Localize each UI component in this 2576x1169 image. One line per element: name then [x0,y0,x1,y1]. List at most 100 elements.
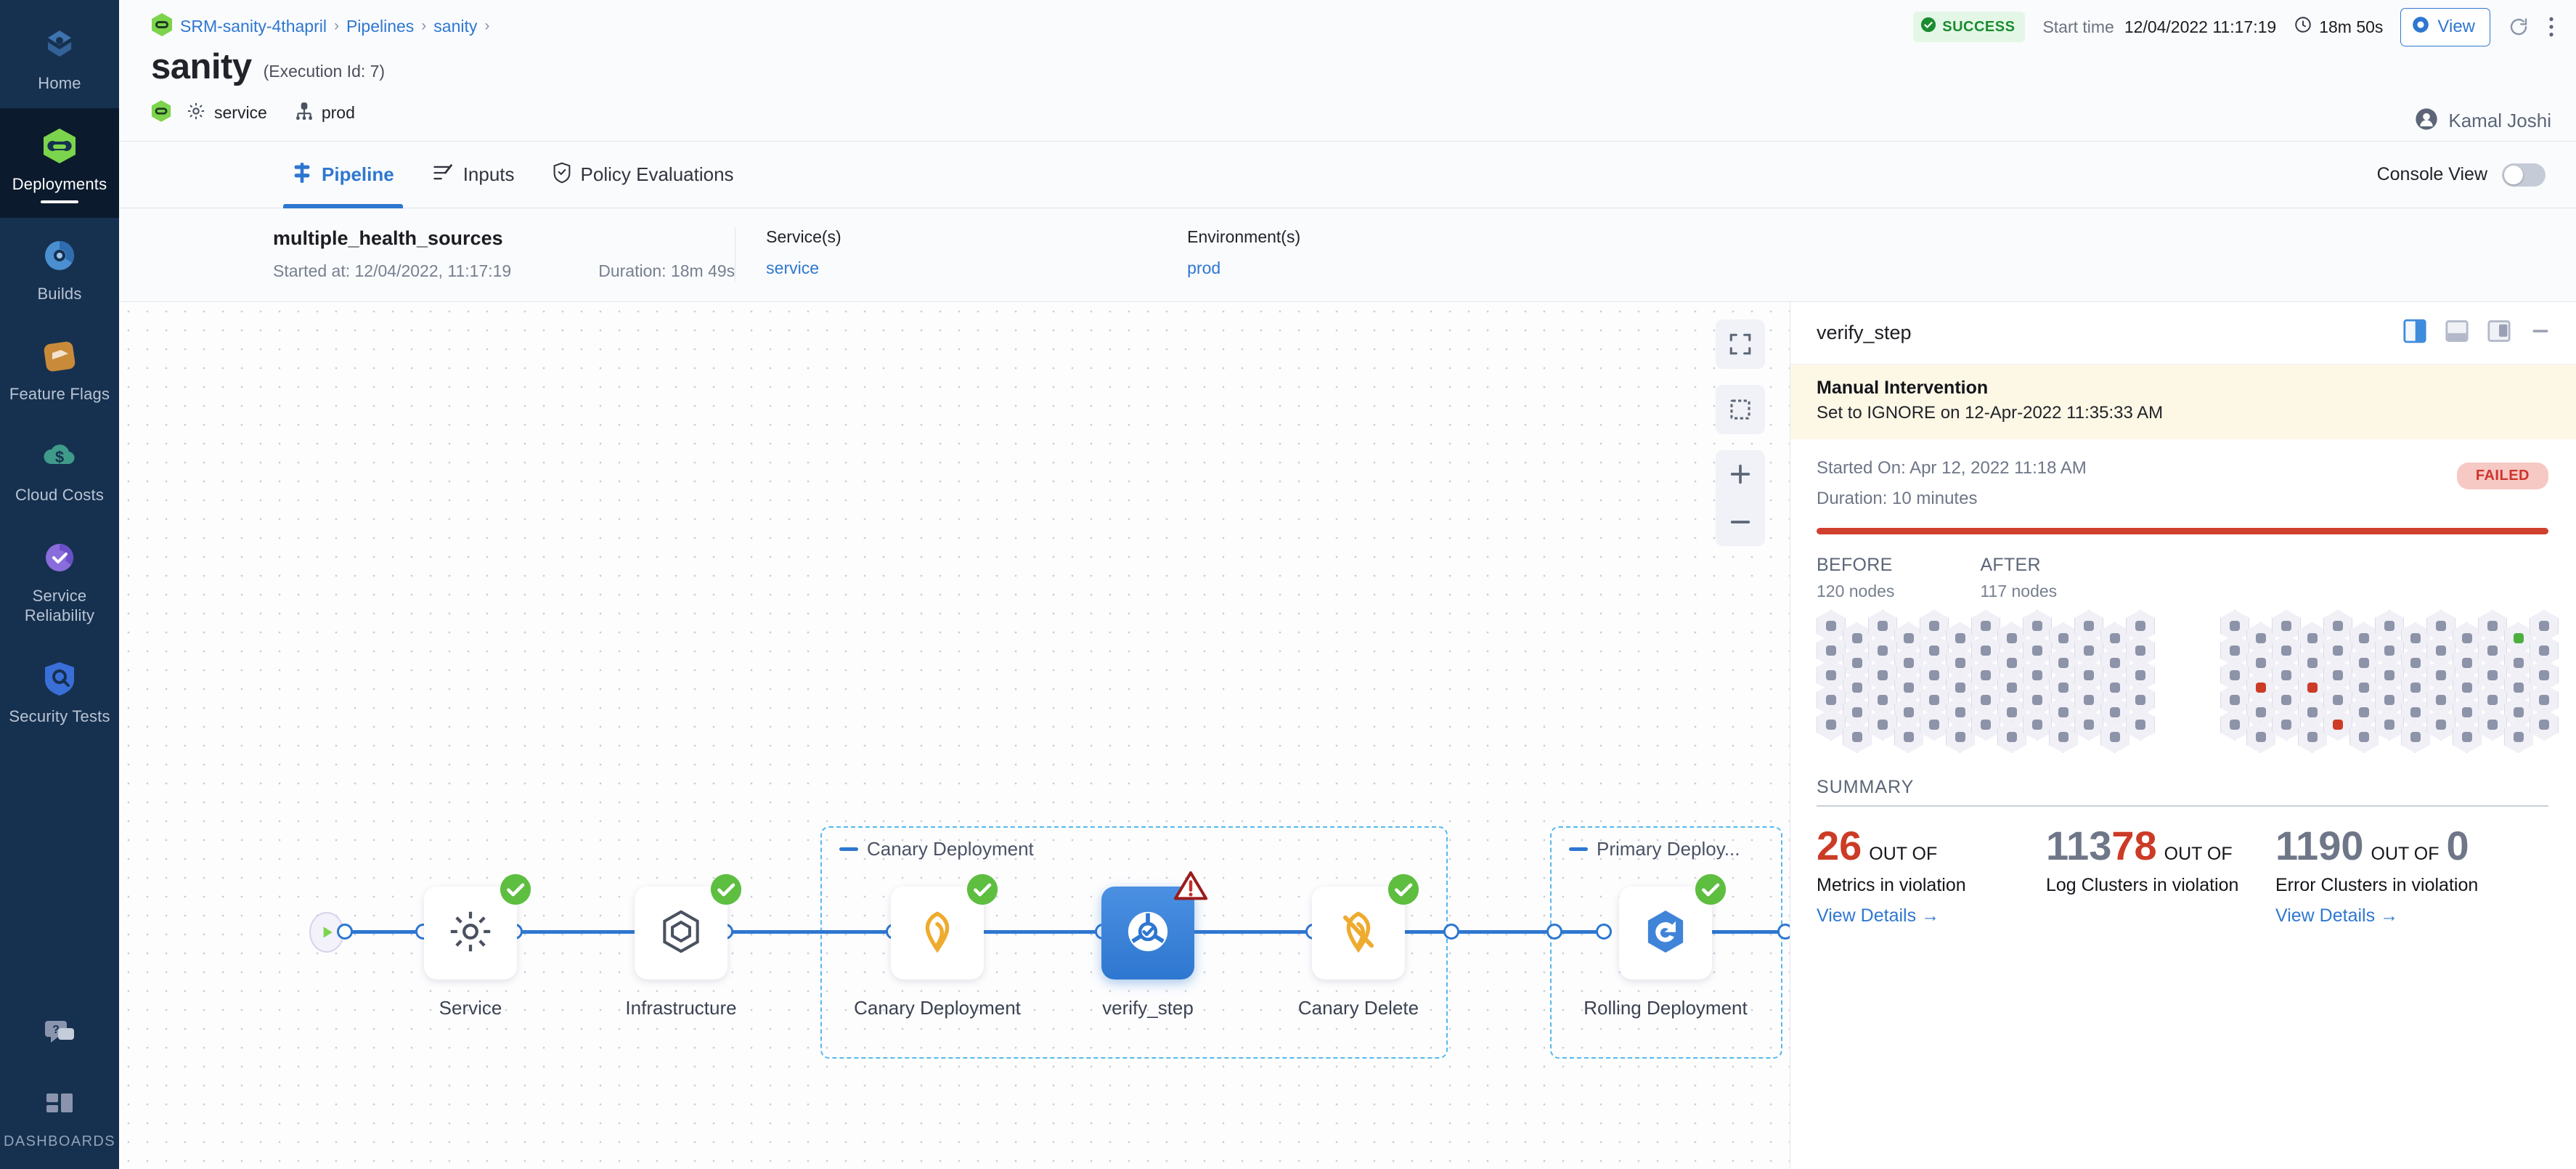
node-hexagon[interactable] [2023,610,2052,642]
bottom-view-icon[interactable] [2445,319,2469,347]
stage-group-canary-deployment[interactable]: Canary Deployment [820,826,1448,1059]
node-hexagon[interactable] [2100,647,2129,679]
node-status-dot [2255,683,2266,693]
sidebar-item-dashboards[interactable]: DASHBOARDS [0,1066,119,1169]
tab-inputs[interactable]: Inputs [413,142,534,208]
user-menu[interactable]: Kamal Joshi [2415,107,2551,134]
node-hexagon[interactable] [2426,709,2455,741]
node-status-dot [2513,658,2524,668]
service-link[interactable]: service [766,258,820,277]
environment-link[interactable]: prod [1187,258,1221,277]
console-view-toggle[interactable]: Console View [2377,163,2546,187]
node-hexagon[interactable] [1971,635,2000,667]
node-hexagon[interactable] [1894,622,1923,654]
environment-chip[interactable]: prod [295,101,355,126]
breadcrumb-item-pipelines[interactable]: Pipelines [346,16,415,36]
minimize-icon[interactable] [2530,320,2551,346]
node-status-dot [1851,707,1862,717]
pipeline-node-canary-delete[interactable] [1312,887,1405,979]
zoom-out-icon[interactable] [1716,498,1765,546]
node-hexagon[interactable] [2503,647,2533,679]
split-right-view-icon[interactable] [2403,319,2426,347]
node-hexagon[interactable] [2048,622,2078,654]
breadcrumb-item-pipeline[interactable]: sanity [433,16,478,36]
refresh-icon[interactable] [2508,16,2530,38]
sidebar-item-security-tests[interactable]: Security Tests [0,640,119,741]
project-icon [151,12,173,41]
collapse-icon[interactable] [1569,847,1588,851]
sidebar-item-service-reliability[interactable]: Service Reliability [0,520,119,640]
summary-view-details-link[interactable]: View Details → [2275,905,2398,926]
node-hexagon[interactable] [1817,610,1846,642]
sidebar-item-home[interactable]: Home [0,7,119,108]
view-button[interactable]: View [2400,7,2490,46]
help-button[interactable]: ? [0,993,119,1066]
node-hexagon[interactable] [1894,672,1923,704]
node-hexagon[interactable] [2246,721,2275,753]
node-hexagon[interactable] [2297,721,2327,753]
node-hexagon[interactable] [2100,721,2129,753]
pipeline-node-service[interactable] [424,887,517,979]
node-hexagon[interactable] [1842,696,1872,728]
pipeline-node-verify-step[interactable] [1101,887,1194,979]
node-hexagon[interactable] [2349,721,2379,753]
node-hexagon[interactable] [1817,709,1846,741]
fit-to-screen-icon[interactable] [1716,319,1765,369]
node-hexagon[interactable] [2400,721,2430,753]
more-options-icon[interactable] [2547,15,2556,38]
breadcrumb-item-project[interactable]: SRM-sanity-4thapril [180,16,327,36]
node-hexagon[interactable] [1868,635,1897,667]
node-hexagon[interactable] [2530,709,2559,741]
node-hexagon[interactable] [2323,709,2352,741]
node-hexagon[interactable] [2478,659,2507,691]
node-hexagon[interactable] [2220,709,2249,741]
console-view-switch[interactable] [2502,163,2546,187]
pipeline-node-canary-deployment[interactable] [891,887,984,979]
sidebar-item-feature-flags[interactable]: Feature Flags [0,318,119,419]
node-hexagon[interactable] [2478,610,2507,642]
node-hexagon[interactable] [1997,721,2026,753]
node-hexagon[interactable] [2375,709,2404,741]
service-chip[interactable]: service [186,101,267,126]
node-hexagon[interactable] [2503,721,2533,753]
pipeline-node-infrastructure[interactable] [635,887,727,979]
after-node-grid[interactable] [2220,610,2559,755]
node-hexagon[interactable] [1971,659,2000,691]
node-hexagon[interactable] [2074,709,2103,741]
select-area-icon[interactable] [1716,385,1765,434]
node-hexagon[interactable] [2048,721,2078,753]
node-hexagon[interactable] [2126,635,2155,667]
summary-view-details-link[interactable]: View Details → [1817,905,1939,926]
node-hexagon[interactable] [2272,709,2301,741]
node-hexagon[interactable] [1971,709,2000,741]
gear-icon [447,908,494,958]
node-hexagon[interactable] [2452,696,2482,728]
node-hexagon[interactable] [2452,721,2482,753]
summary-value: 26 [1817,823,1862,868]
sidebar-item-builds[interactable]: Builds [0,218,119,319]
before-node-grid[interactable] [1817,610,2155,755]
tab-policy-evaluations[interactable]: Policy Evaluations [534,142,753,208]
pipeline-canvas[interactable]: Canary Deployment Primary Deploy... [119,302,1790,1169]
node-hexagon[interactable] [2375,635,2404,667]
node-hexagon[interactable] [1842,721,1872,753]
node-hexagon[interactable] [2023,709,2052,741]
stage-group-primary-deployment[interactable]: Primary Deploy... [1550,826,1782,1059]
node-hexagon[interactable] [2246,622,2275,654]
tab-pipeline[interactable]: Pipeline [273,142,413,208]
node-hexagon[interactable] [1868,709,1897,741]
node-hexagon[interactable] [1920,709,1949,741]
tab-bar: Pipeline Inputs Policy Evaluations Conso… [119,142,2576,208]
float-view-icon[interactable] [2487,319,2511,347]
node-hexagon[interactable] [1894,721,1923,753]
zoom-in-icon[interactable] [1716,450,1765,498]
pipeline-node-rolling-deployment[interactable] [1619,887,1712,979]
sidebar-item-deployments[interactable]: Deployments [0,107,119,218]
node-hexagon[interactable] [1817,659,1846,691]
node-hexagon[interactable] [2478,709,2507,741]
collapse-icon[interactable] [839,847,858,851]
node-hexagon[interactable] [1945,721,1975,753]
node-hexagon[interactable] [2375,684,2404,716]
node-hexagon[interactable] [2126,709,2155,741]
sidebar-item-cloud-costs[interactable]: $ Cloud Costs [0,419,119,520]
